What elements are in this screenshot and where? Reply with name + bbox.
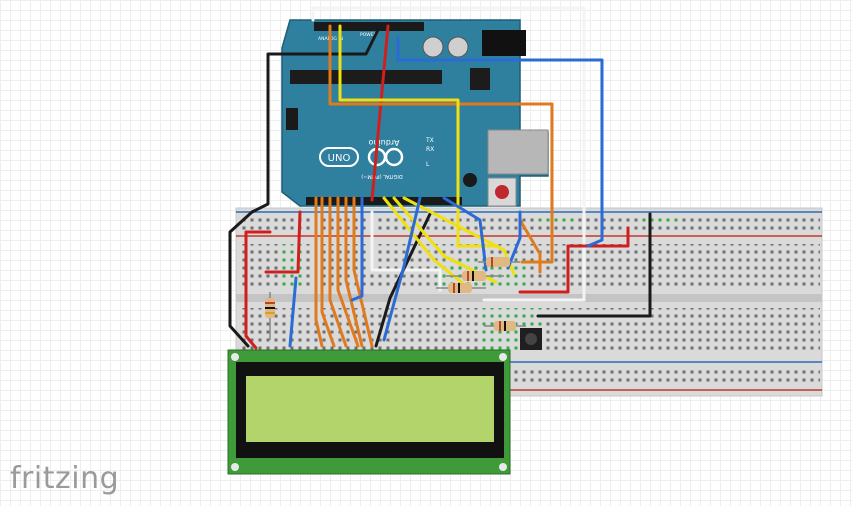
wire-black-gnd bbox=[250, 24, 382, 214]
wire-blue-top bbox=[396, 36, 604, 248]
wire-black-button bbox=[536, 212, 652, 318]
resistor-2 bbox=[446, 271, 504, 281]
wire-orange-top bbox=[328, 24, 554, 264]
reset-button[interactable] bbox=[495, 185, 509, 199]
resistor-lcd-contrast bbox=[265, 292, 275, 340]
digital-label: DIGITAL (PWM~) bbox=[361, 173, 403, 179]
transistor bbox=[463, 173, 477, 187]
wire-red-5v bbox=[370, 24, 390, 202]
power-jack bbox=[482, 30, 526, 56]
tx-label: TX bbox=[425, 137, 434, 144]
rx-label: RX bbox=[426, 146, 434, 153]
wire-black-lcd bbox=[228, 210, 254, 348]
capacitor-2 bbox=[447, 36, 469, 58]
board-name: Arduino bbox=[368, 138, 399, 147]
wire-red-rail bbox=[518, 226, 630, 294]
capacitor-1 bbox=[422, 36, 444, 58]
resistor-button bbox=[484, 321, 526, 331]
resistor-3 bbox=[478, 257, 520, 267]
fritzing-watermark: fritzing bbox=[10, 461, 120, 496]
resistor-1 bbox=[436, 283, 486, 293]
voltage-regulator bbox=[470, 68, 490, 90]
l-label: L bbox=[426, 161, 430, 168]
center-channel bbox=[236, 294, 822, 302]
digital-header-top bbox=[314, 22, 424, 31]
digital-header-bottom bbox=[306, 197, 462, 205]
icsp-header bbox=[286, 108, 298, 130]
board-model: UNO bbox=[328, 153, 351, 164]
lcd-screen bbox=[246, 376, 494, 442]
lcd-16x2 bbox=[227, 346, 511, 475]
wire-yellow-top bbox=[338, 24, 498, 248]
atmega-chip bbox=[290, 70, 442, 84]
wire-white-mid bbox=[370, 210, 442, 292]
wire-red-lcd bbox=[244, 230, 272, 350]
arduino-uno: UNO Arduino TX RX L DIGITAL (PWM~) POWER… bbox=[281, 19, 549, 207]
usb-port bbox=[487, 129, 549, 175]
push-button[interactable] bbox=[520, 328, 542, 350]
arduino-logo: UNO Arduino bbox=[319, 138, 404, 167]
wires bbox=[228, 6, 652, 350]
wire-white-top bbox=[311, 6, 586, 302]
power-label: POWER bbox=[360, 32, 377, 38]
